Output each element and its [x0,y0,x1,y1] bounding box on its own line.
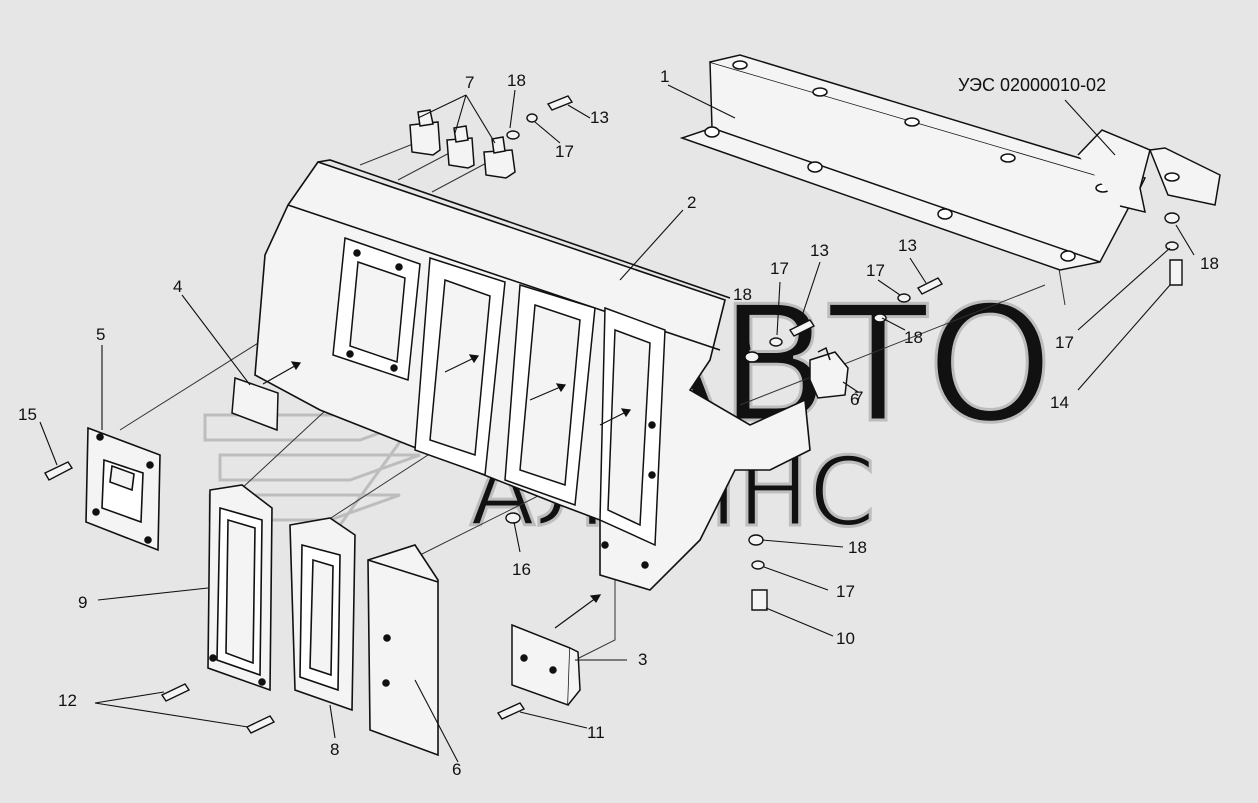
assembly-arrows [262,354,632,629]
callout-17-top: 17 [555,142,574,161]
callout-9: 9 [78,593,87,612]
callout-13-mid: 13 [810,241,829,260]
part-1-rail-bracket [679,54,1147,271]
callout-5: 5 [96,325,105,344]
callout-14: 14 [1050,393,1069,412]
part-6-relay [809,346,849,399]
callout-leaders [39,84,1195,763]
drawing-designation: УЭС 02000010-02 [958,75,1106,95]
callout-18-far: 18 [1200,254,1219,273]
callout-18-mid: 18 [733,285,752,304]
callout-10: 10 [836,629,855,648]
callout-6-block: 6 [452,760,461,779]
callout-4: 4 [173,277,182,296]
callout-15: 15 [18,405,37,424]
callout-17-mid: 17 [770,259,789,278]
callout-labels: УЭС 02000010-02 1 2 3 4 5 6 6 7 7 8 9 10… [18,67,1219,779]
callout-18-right: 18 [904,328,923,347]
callout-13-top: 13 [590,108,609,127]
callout-7-right: 7 [854,388,863,407]
callout-1: 1 [660,67,669,86]
callout-13-right: 13 [898,236,917,255]
part-5-cover-panel [85,426,161,552]
callout-11: 11 [587,723,605,742]
variant-bracket-end [1077,129,1221,214]
part-6-block [367,544,439,757]
callout-6-relay: 6 [850,390,859,409]
callout-12: 12 [58,691,77,710]
part-9-frame [207,484,273,692]
callout-2: 2 [687,193,696,212]
callout-16: 16 [512,560,531,579]
part-4-plate [231,376,279,432]
callout-17-bottom: 17 [836,582,855,601]
callout-18-bottom: 18 [848,538,867,557]
callout-17-far: 17 [1055,333,1074,352]
fasteners [44,95,1183,734]
callout-3: 3 [638,650,647,669]
part-8-frame [289,517,356,712]
callout-18-top: 18 [507,71,526,90]
panel-openings [332,236,666,569]
callout-17-right: 17 [866,261,885,280]
callout-8: 8 [330,740,339,759]
part-7-relays [409,109,516,179]
callout-7-top: 7 [465,73,474,92]
part-3-angle-bracket [511,623,581,707]
